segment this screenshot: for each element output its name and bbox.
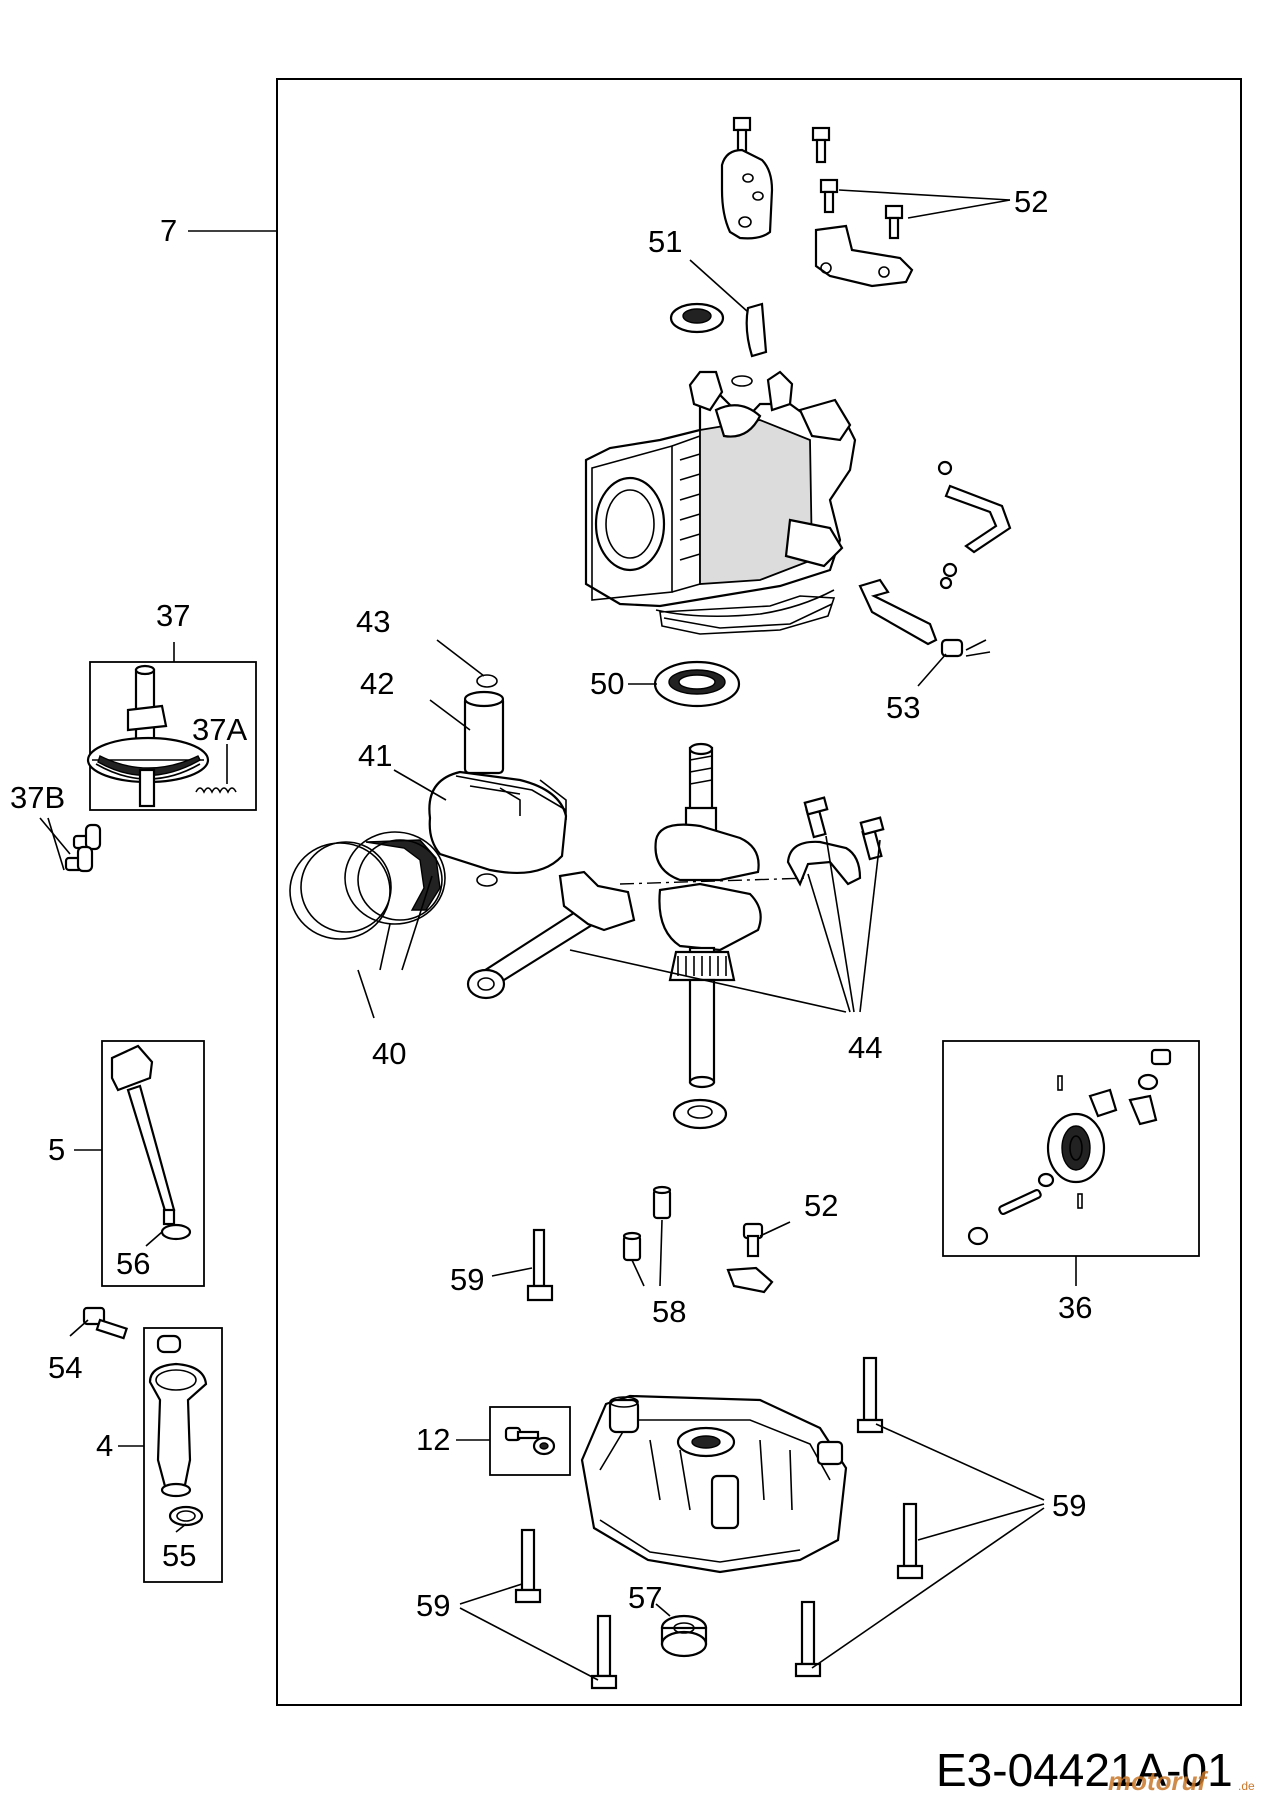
governor-spring-37a — [195, 787, 237, 794]
sump-bolt-2 — [896, 1502, 924, 1580]
callout-12: 12 — [416, 1422, 450, 1457]
oil-fill-box — [143, 1327, 223, 1583]
dipstick-o-ring — [160, 1223, 192, 1241]
callout-59-left: 59 — [416, 1588, 450, 1623]
camshaft — [86, 664, 210, 808]
dowel-pins-58 — [622, 1185, 672, 1262]
callout-5: 5 — [48, 1132, 65, 1167]
callout-58: 58 — [652, 1294, 686, 1329]
callout-37b: 37B — [10, 780, 65, 815]
piston-pin-clip-lower — [476, 873, 498, 887]
bolt-59-mid — [526, 1228, 554, 1302]
callout-40: 40 — [372, 1036, 406, 1071]
piston-pin — [463, 690, 505, 775]
head-bolt-group — [732, 116, 904, 240]
callout-52-top: 52 — [1014, 184, 1048, 219]
callout-53: 53 — [886, 690, 920, 725]
leader-lines — [39, 189, 1077, 1681]
callout-36: 36 — [1058, 1290, 1092, 1325]
callout-59-right: 59 — [1052, 1488, 1086, 1523]
callout-7: 7 — [160, 213, 177, 248]
woodruff-key — [745, 302, 768, 358]
main-bearing — [653, 660, 741, 708]
watermark-brand: motoruf — [1108, 1766, 1209, 1796]
cylinder-block — [584, 370, 857, 629]
callout-57: 57 — [628, 1580, 662, 1615]
bolt-washer-box-12 — [489, 1406, 571, 1476]
bolt-52-lower — [742, 1222, 764, 1258]
camshaft-box — [89, 661, 257, 811]
callout-41: 41 — [358, 738, 392, 773]
sump-bolt-4 — [514, 1528, 542, 1604]
cylinder-gasket — [659, 595, 836, 635]
dipstick-box — [101, 1040, 205, 1287]
small-washer — [731, 375, 753, 387]
engine-assembly-frame — [276, 78, 1242, 1706]
crank-thrust-washer-hole — [687, 1105, 713, 1119]
crankshaft — [654, 742, 762, 1089]
oil-fill-tube — [148, 1334, 208, 1498]
callout-52-lower: 52 — [804, 1188, 838, 1223]
watermark-suffix: .de — [1238, 1779, 1255, 1793]
assembly-axis — [619, 877, 811, 885]
fill-tube-o-ring-inner — [176, 1510, 196, 1522]
dipstick — [110, 1044, 176, 1226]
rod-bolt-2 — [859, 816, 885, 861]
diagram-code: E3-04421A-01 — [936, 1744, 1233, 1796]
oil-seal — [669, 302, 725, 334]
callout-37: 37 — [156, 598, 190, 633]
governor-rod — [858, 578, 991, 658]
bolt-washer-12 — [504, 1426, 556, 1456]
callout-56: 56 — [116, 1246, 150, 1281]
callout-54: 54 — [48, 1350, 82, 1385]
governor-assembly — [967, 1048, 1172, 1246]
crank-thrust-washer — [672, 1098, 728, 1130]
rod-cap — [786, 840, 862, 887]
camshaft-pins-37b — [64, 823, 102, 873]
throttle-bracket — [814, 224, 914, 288]
piston-rings — [289, 831, 446, 940]
piston — [428, 770, 568, 874]
rocker-bracket — [720, 148, 774, 240]
piston-pin-clip — [476, 674, 498, 688]
callout-42: 42 — [360, 666, 394, 701]
callout-50: 50 — [590, 666, 624, 701]
callout-4: 4 — [96, 1428, 113, 1463]
callout-51: 51 — [648, 224, 682, 259]
oil-seal-57 — [660, 1614, 708, 1658]
fill-tube-o-ring — [168, 1505, 204, 1527]
breather-tube — [937, 460, 1012, 590]
callout-59-mid: 59 — [450, 1262, 484, 1297]
governor-box — [942, 1040, 1200, 1257]
connecting-rod — [466, 870, 636, 1000]
callout-37a: 37A — [192, 712, 247, 747]
sump-bolt-5 — [590, 1614, 618, 1690]
rod-bolt-1 — [803, 796, 829, 839]
callout-43: 43 — [356, 604, 390, 639]
callout-55: 55 — [162, 1538, 196, 1573]
governor-lever-lower — [726, 1266, 774, 1294]
callout-44: 44 — [848, 1030, 882, 1065]
fill-tube-bolt-54 — [82, 1306, 129, 1340]
sump-bolt-1 — [856, 1356, 884, 1434]
crankcase-sump — [580, 1394, 848, 1574]
